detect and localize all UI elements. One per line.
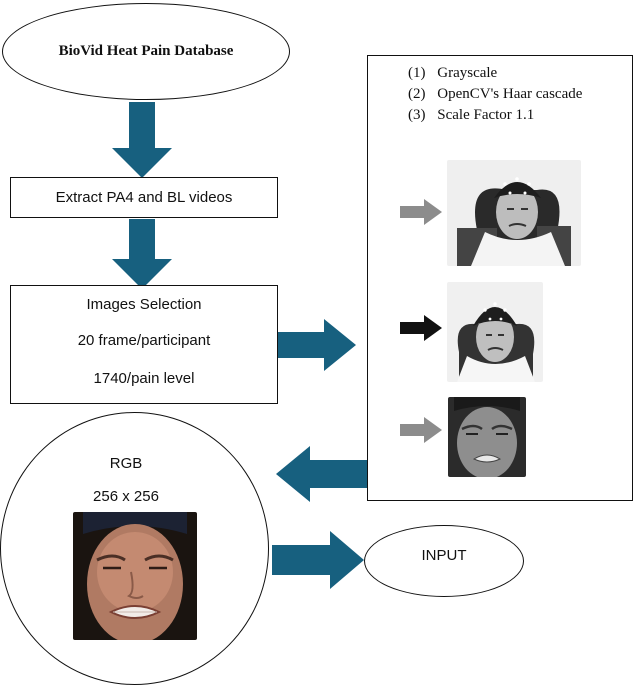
step-text: OpenCV's Haar cascade <box>437 86 583 102</box>
arrow-right-2 <box>272 531 364 589</box>
preprocess-step-3: (3) Scale Factor 1.1 <box>408 105 534 126</box>
selection-count: 1740/pain level <box>93 370 195 387</box>
input-label: INPUT <box>421 546 467 564</box>
arrow-right-1 <box>278 319 356 371</box>
selection-node: Images Selection 20 frame/participant 17… <box>10 285 278 404</box>
database-label: BioVid Heat Pain Database <box>58 43 234 59</box>
extract-label: Extract PA4 and BL videos <box>55 189 233 206</box>
input-node: INPUT <box>364 525 524 597</box>
output-title: RGB <box>109 455 143 472</box>
rgb-face-image <box>73 512 197 640</box>
scaled-face-image <box>448 397 526 477</box>
extract-node: Extract PA4 and BL videos <box>10 177 278 218</box>
arrow-left-1 <box>276 446 367 502</box>
step-text: Scale Factor 1.1 <box>437 107 535 123</box>
arrow-down-2 <box>112 219 172 289</box>
selection-title: Images Selection <box>86 296 202 313</box>
output-size: 256 x 256 <box>93 488 159 505</box>
database-node: BioVid Heat Pain Database <box>2 3 290 100</box>
step-number: (1) <box>408 65 426 81</box>
arrow-black <box>400 315 442 341</box>
arrow-gray-2 <box>400 417 442 443</box>
preprocess-step-1: (1) Grayscale <box>408 63 497 84</box>
arrow-down-1 <box>112 102 172 178</box>
preprocess-step-2: (2) OpenCV's Haar cascade <box>408 84 582 105</box>
haar-face-image <box>447 282 543 382</box>
step-number: (2) <box>408 86 426 102</box>
arrow-gray-1 <box>400 199 442 225</box>
selection-frames: 20 frame/participant <box>77 332 211 349</box>
step-text: Grayscale <box>437 65 498 81</box>
grayscale-face-image <box>447 160 581 266</box>
step-number: (3) <box>408 107 426 123</box>
